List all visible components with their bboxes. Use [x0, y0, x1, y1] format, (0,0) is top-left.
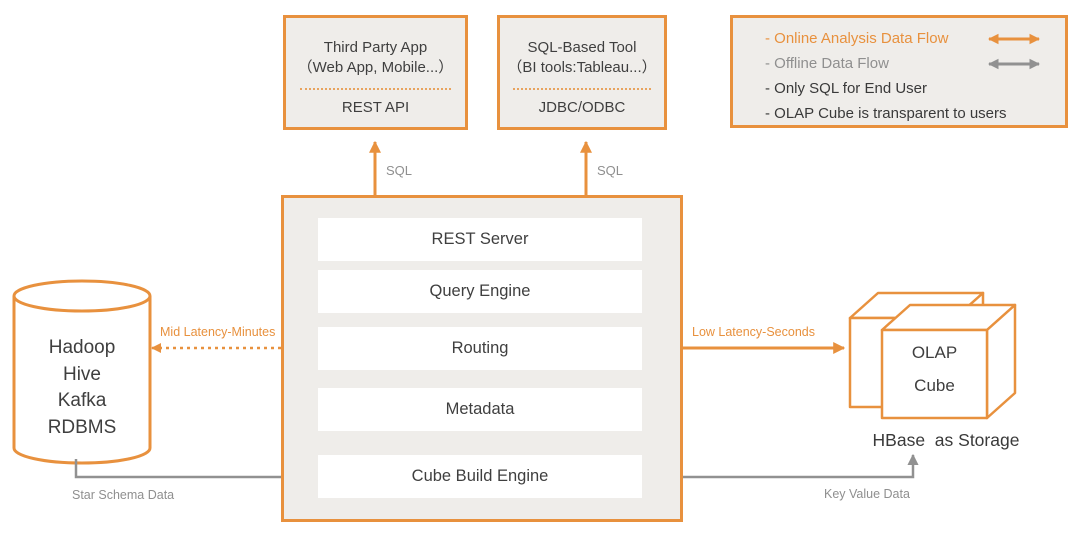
legend-olap-transparent-label: - OLAP Cube is transparent to users: [765, 105, 1007, 122]
layer-routing: Routing: [318, 327, 642, 370]
legend-item-only-sql: - Only SQL for End User: [765, 76, 1065, 101]
star-schema-label: Star Schema Data: [72, 488, 175, 502]
sql-tool-subtitle: （BI tools:Tableau...）: [507, 59, 657, 76]
sql-label-right: SQL: [597, 163, 624, 178]
third-party-app-subtitle: （Web App, Mobile...）: [297, 59, 454, 76]
key-value-arrow: [645, 453, 919, 479]
layer-cube-build-engine: Cube Build Engine: [318, 455, 642, 498]
legend-item-online: - Online Analysis Data Flow: [765, 26, 1065, 51]
dotted-divider: [300, 88, 451, 90]
sql-label-left: SQL: [386, 163, 413, 178]
layer-metadata: Metadata: [318, 388, 642, 431]
source-db-cylinder-body: [12, 296, 152, 465]
source-db-cylinder-top: [12, 279, 152, 313]
mid-latency-label: Mid Latency-Minutes: [160, 325, 276, 339]
layer-rest-server: REST Server: [318, 218, 642, 261]
source-kafka-label: Kafka: [57, 390, 107, 411]
olap-cube-front: [880, 303, 1017, 420]
jdbc-odbc-label: JDBC/ODBC: [538, 99, 626, 116]
sql-tool-title: SQL-Based Tool: [527, 39, 637, 56]
legend-box: - Online Analysis Data Flow - Offline Da…: [730, 15, 1068, 128]
legend-online-label: - Online Analysis Data Flow: [765, 30, 949, 47]
low-latency-label: Low Latency-Seconds: [692, 325, 815, 339]
legend-offline-label: - Offline Data Flow: [765, 55, 889, 72]
legend-only-sql-label: - Only SQL for End User: [765, 80, 927, 97]
legend-item-olap-transparent: - OLAP Cube is transparent to users: [765, 101, 1065, 126]
source-hadoop-label: Hadoop: [48, 337, 116, 358]
third-party-app-box: Third Party App （Web App, Mobile...） RES…: [283, 15, 468, 130]
third-party-app-title: Third Party App: [323, 39, 428, 56]
olap-cube-label-line2: Cube: [914, 376, 955, 395]
source-rdbms-label: RDBMS: [47, 417, 117, 438]
star-schema-arrow: [74, 459, 310, 483]
dotted-divider: [513, 88, 651, 90]
gray-double-arrow-icon: [987, 58, 1041, 69]
olap-cube-label-line1: OLAP: [911, 343, 958, 362]
layer-query-engine: Query Engine: [318, 270, 642, 313]
key-value-label: Key Value Data: [824, 487, 910, 501]
legend-item-offline: - Offline Data Flow: [765, 51, 1065, 76]
orange-double-arrow-icon: [987, 33, 1041, 44]
rest-api-label: REST API: [341, 99, 410, 116]
hbase-storage-caption: HBase as Storage: [872, 430, 1020, 450]
sql-tool-box: SQL-Based Tool （BI tools:Tableau...） JDB…: [497, 15, 667, 130]
source-hive-label: Hive: [62, 364, 101, 385]
